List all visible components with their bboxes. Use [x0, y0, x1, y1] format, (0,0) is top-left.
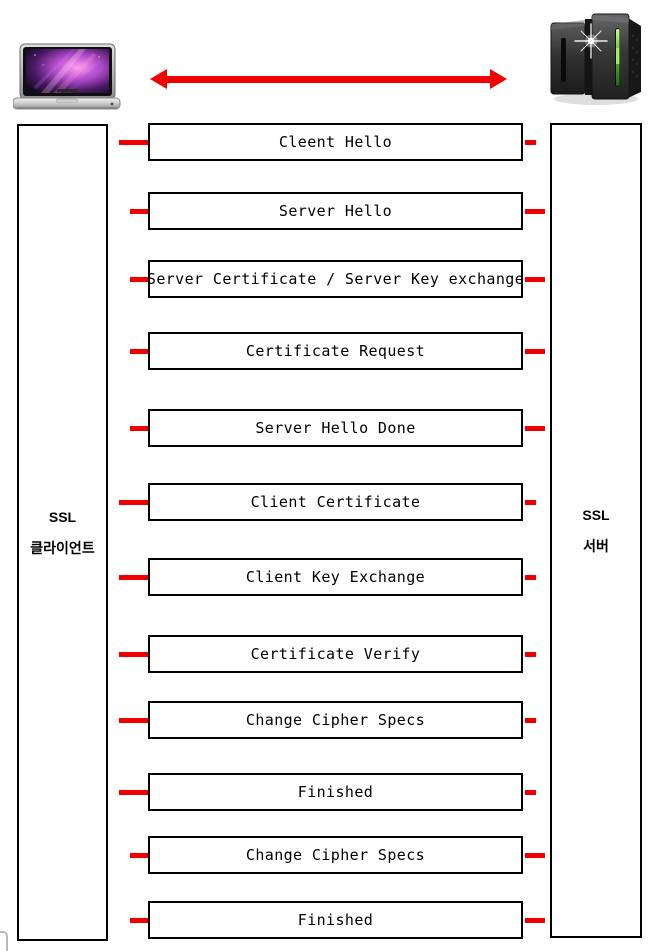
- link-arrow-stem: [165, 75, 492, 83]
- message-label: Change Cipher Specs: [245, 711, 426, 729]
- message-box: Certificate Request: [148, 332, 523, 370]
- connector-left-stub: [119, 651, 148, 657]
- message-row: Server Hello: [0, 192, 650, 230]
- connector-left-stub: [119, 574, 148, 580]
- message-row: Certificate Request: [0, 332, 650, 370]
- message-row: Finished: [0, 773, 650, 811]
- connector-left-stem: [130, 348, 148, 354]
- message-row: Change Cipher Specs: [0, 701, 650, 739]
- message-label: Server Certificate / Server Key exchange: [146, 270, 525, 288]
- connector-right-stub: [525, 425, 545, 431]
- arrowhead-left-icon: [150, 69, 167, 89]
- connector-right-stub: [525, 917, 545, 923]
- message-row: Change Cipher Specs: [0, 836, 650, 874]
- message-box: Client Key Exchange: [148, 558, 523, 596]
- client-server-link-arrow: [150, 69, 507, 89]
- message-label: Certificate Request: [245, 342, 426, 360]
- message-box: Server Certificate / Server Key exchange: [146, 260, 525, 298]
- server-title: SSL: [582, 507, 610, 523]
- connector-left-stem: [130, 208, 148, 214]
- message-label: Change Cipher Specs: [245, 846, 426, 864]
- message-label: Server Hello: [278, 202, 393, 220]
- message-label: Finished: [297, 911, 374, 929]
- connector-left-stem: [130, 917, 148, 923]
- connector-right-stem: [525, 139, 536, 145]
- message-box: Cleent Hello: [148, 123, 523, 161]
- message-box: Change Cipher Specs: [148, 701, 523, 739]
- connector-right-stub: [525, 852, 545, 858]
- message-row: Certificate Verify: [0, 635, 650, 673]
- message-row: Client Key Exchange: [0, 558, 650, 596]
- connector-left-stem: [130, 852, 148, 858]
- connector-right-stem: [525, 574, 536, 580]
- connector-right-stub: [525, 276, 545, 282]
- connector-right-stub: [525, 348, 545, 354]
- message-label: Client Key Exchange: [245, 568, 426, 586]
- server-subtitle: 서버: [583, 538, 609, 554]
- connector-left-stub: [119, 717, 148, 723]
- message-box: Change Cipher Specs: [148, 836, 523, 874]
- connector-left-stub: [119, 789, 148, 795]
- message-label: Certificate Verify: [250, 645, 421, 663]
- connector-right-stem: [525, 651, 536, 657]
- connector-right-stub: [525, 208, 545, 214]
- client-lifeline-box: SSL 클라이언트: [17, 124, 108, 941]
- connector-left-stub: [119, 139, 148, 145]
- arrowhead-right-icon: [490, 69, 507, 89]
- message-box: Client Certificate: [148, 483, 523, 521]
- message-label: Finished: [297, 783, 374, 801]
- connector-right-stem: [525, 499, 536, 505]
- client-subtitle: 클라이언트: [30, 540, 95, 556]
- message-row: Finished: [0, 901, 650, 939]
- connector-right-stem: [525, 789, 536, 795]
- server-tower-icon: [548, 10, 646, 108]
- server-lifeline-box: SSL 서버: [550, 123, 642, 938]
- message-row: Cleent Hello: [0, 123, 650, 161]
- laptop-icon: [12, 43, 121, 115]
- message-box: Certificate Verify: [148, 635, 523, 673]
- connector-left-stem: [130, 276, 148, 282]
- connector-left-stub: [119, 499, 148, 505]
- message-box: Server Hello Done: [148, 409, 523, 447]
- client-title: SSL: [48, 509, 77, 525]
- message-row: Server Hello Done: [0, 409, 650, 447]
- message-label: Server Hello Done: [255, 419, 416, 437]
- message-box: Finished: [148, 901, 523, 939]
- corner-artifact: [0, 931, 8, 951]
- message-label: Client Certificate: [250, 493, 421, 511]
- message-row: Server Certificate / Server Key exchange: [0, 260, 650, 298]
- message-row: Client Certificate: [0, 483, 650, 521]
- message-box: Server Hello: [148, 192, 523, 230]
- connector-left-stem: [130, 425, 148, 431]
- message-label: Cleent Hello: [278, 133, 393, 151]
- connector-right-stem: [525, 717, 536, 723]
- message-box: Finished: [148, 773, 523, 811]
